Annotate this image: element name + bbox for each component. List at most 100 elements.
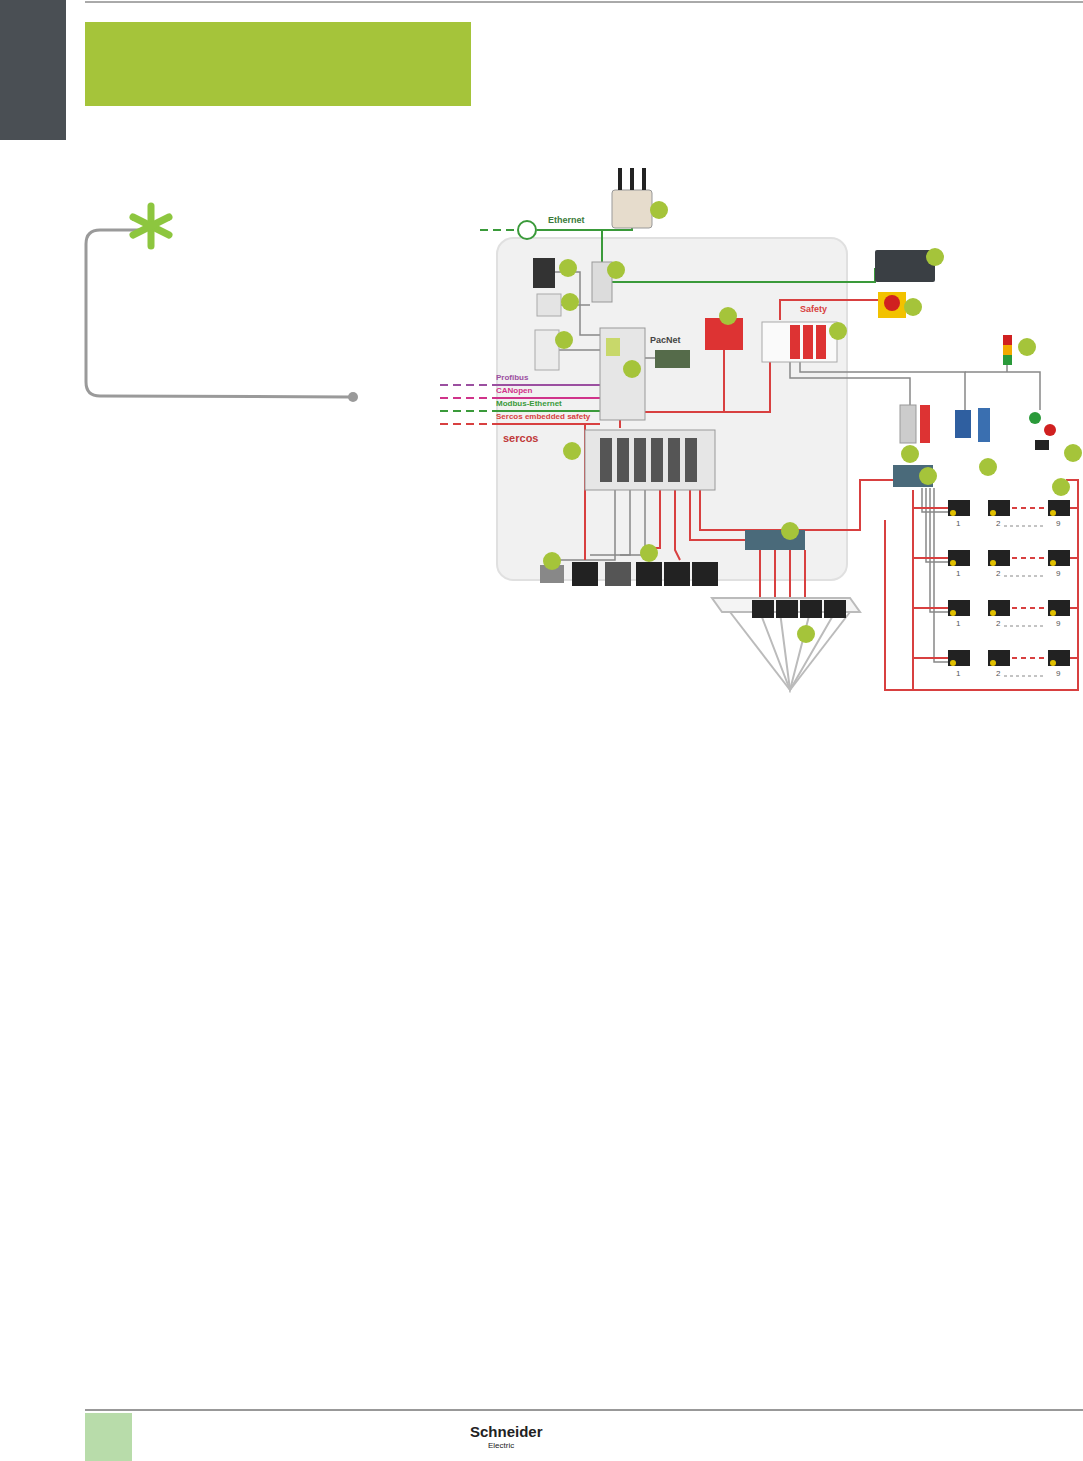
servo-array <box>1048 500 1070 516</box>
devices <box>518 221 536 239</box>
devices <box>612 190 652 228</box>
servo-array <box>950 660 956 666</box>
devices <box>668 438 680 482</box>
fieldbus-lines <box>440 423 500 425</box>
control-wires <box>790 362 910 405</box>
safety-wires <box>700 480 893 530</box>
callout-dot <box>1018 338 1036 356</box>
ethernet-wires <box>480 229 517 231</box>
devices <box>664 562 690 586</box>
control-wires <box>620 490 645 555</box>
axis-number: 1 <box>956 520 960 529</box>
control-wires <box>1006 365 1008 372</box>
servo-array <box>988 600 1010 616</box>
devices <box>651 438 663 482</box>
devices <box>1003 335 1012 345</box>
page-frame <box>85 1410 1083 1411</box>
servo-array <box>913 657 948 659</box>
servo-array <box>1004 576 1044 577</box>
servo-array <box>1012 607 1046 609</box>
servo-array <box>1004 526 1044 527</box>
axis-number: 2 <box>996 620 1000 629</box>
network-name: PacNet <box>650 336 681 346</box>
callout-dot <box>719 307 737 325</box>
devices <box>618 168 622 190</box>
fieldbus-lines <box>440 385 600 424</box>
servo-array <box>1070 557 1078 559</box>
fieldbus-lines <box>440 397 500 399</box>
safety-wires <box>780 300 878 320</box>
fieldbus-name: Modbus-Ethernet <box>496 400 562 409</box>
devices <box>1003 345 1012 355</box>
note-bracket <box>86 206 358 402</box>
devices <box>636 562 662 586</box>
safety-wires <box>652 490 660 548</box>
servo-array <box>950 560 956 566</box>
fieldbus-name: Sercos embedded safety <box>496 413 590 422</box>
callout-dot <box>829 322 847 340</box>
devices <box>878 292 906 318</box>
servo-array <box>913 607 948 609</box>
axis-number: 1 <box>956 570 960 579</box>
devices <box>816 325 826 359</box>
fieldbus-lines <box>440 384 500 386</box>
servo-array <box>1070 507 1078 509</box>
axis-number: 1 <box>956 670 960 679</box>
ethernet-wires <box>601 230 603 262</box>
devices <box>605 562 631 586</box>
devices <box>1035 440 1049 450</box>
axis-number: 2 <box>996 570 1000 579</box>
fieldbus-lines <box>500 410 600 412</box>
devices <box>600 328 645 420</box>
safety-wires <box>619 420 621 428</box>
callout-dot <box>650 201 668 219</box>
brand-mark: sercos <box>503 432 538 444</box>
servo-array <box>990 660 996 666</box>
servo-array <box>950 610 956 616</box>
axis-number: 9 <box>1056 570 1060 579</box>
ethernet-wires <box>612 268 875 282</box>
callout-dot <box>561 293 579 311</box>
servo-array <box>1048 600 1070 616</box>
callout-dot <box>555 331 573 349</box>
callout-dot <box>797 625 815 643</box>
devices <box>617 438 629 482</box>
control-wires <box>800 362 965 410</box>
servo-array <box>988 500 1010 516</box>
devices <box>642 168 646 190</box>
servo-array <box>1070 607 1078 609</box>
robot-frame <box>712 598 860 690</box>
page-frame <box>85 2 1083 3</box>
note-bracket <box>86 230 350 397</box>
axis-number: 2 <box>996 670 1000 679</box>
devices <box>884 295 900 311</box>
devices <box>585 430 715 490</box>
fieldbus-lines <box>500 397 600 399</box>
devices <box>875 250 935 282</box>
note-bracket <box>133 217 169 235</box>
safety-wires <box>585 300 1078 690</box>
callout-dot <box>1064 444 1082 462</box>
servo-array <box>1050 560 1056 566</box>
robot-frame <box>730 612 790 690</box>
devices <box>572 562 598 586</box>
devices <box>606 338 620 356</box>
safety-wires <box>885 490 913 690</box>
cabinet-panel <box>497 238 847 580</box>
devices <box>900 405 916 443</box>
devices <box>655 350 690 368</box>
devices <box>634 438 646 482</box>
devices <box>978 408 990 442</box>
servo-array <box>1050 610 1056 616</box>
servo-array <box>950 510 956 516</box>
devices <box>776 600 798 618</box>
note-bracket <box>348 392 358 402</box>
fieldbus-name: Profibus <box>496 374 528 383</box>
servo-array <box>990 510 996 516</box>
callout-dot <box>979 458 997 476</box>
devices <box>692 562 718 586</box>
robot-frame <box>780 612 835 690</box>
